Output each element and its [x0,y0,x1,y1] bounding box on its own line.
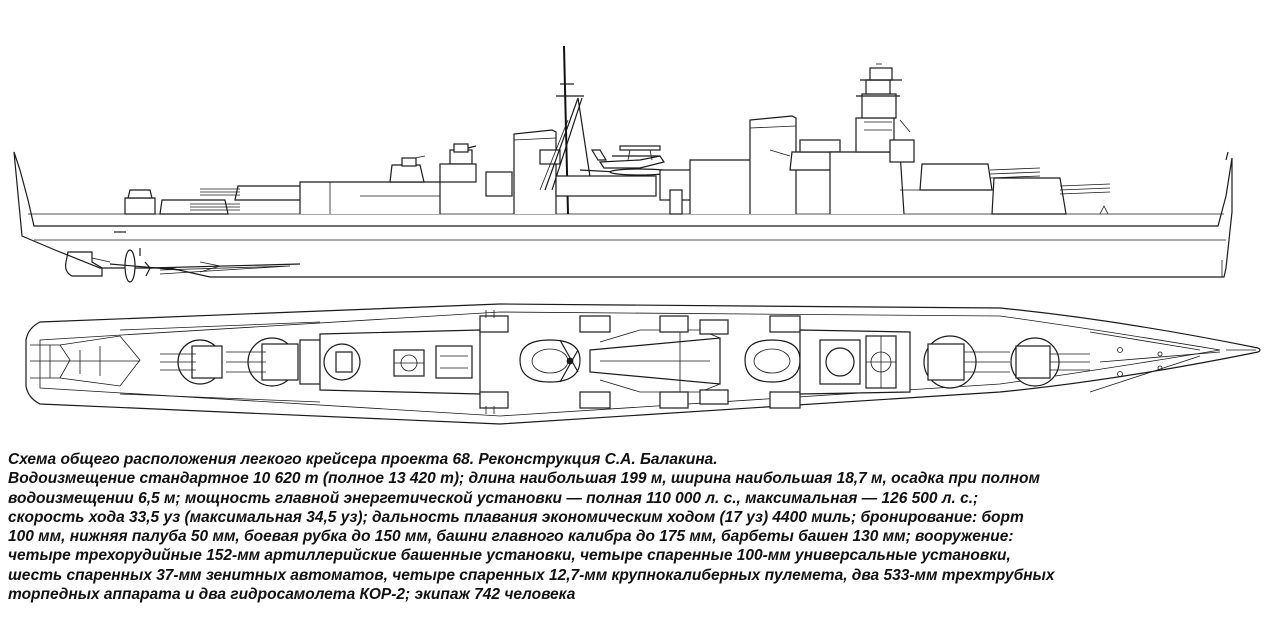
side-profile [13,45,1233,283]
plan-turret-aft-2 [226,337,299,387]
side-funnel-fore [749,115,797,214]
side-turret-fore-1 [991,177,1067,215]
plan-mount-aft-starboard [479,391,509,414]
side-turret-aft-2 [234,185,305,201]
side-funnel-aft [513,129,557,214]
side-aa-mount-aft [389,164,425,183]
plan-turret-fore-2 [923,335,1010,389]
side-turret-fore-2 [919,163,993,191]
caption-line: торпедных аппарата и два гидросамолета К… [8,586,576,604]
side-seaplane [590,145,671,176]
plan-funnel-aft [519,339,581,383]
plan-aa-mount-aft [323,343,361,381]
caption-line: четыре трехорудийные 152-мм артиллерийск… [8,547,1011,565]
caption-title: Схема общего расположения легкого крейсе… [8,451,718,468]
side-hull [13,151,1233,278]
plan-mount-aft-port [479,310,509,333]
side-aa-mount-fore [789,151,835,171]
plan-turret-fore-1 [1010,337,1090,387]
ship-drawing [13,45,1261,425]
caption: Схема общего расположения легкого крейсе… [8,450,1270,604]
caption-line: 100 мм, нижняя палуба 50 мм, боевая рубк… [8,528,1014,546]
caption-line: водоизмещении 6,5 м; мощность главной эн… [8,489,979,507]
plan-turret-aft-1 [160,339,223,385]
plan-hull-outline [25,303,1261,425]
plan-catapult [589,320,721,402]
plan-funnel-fore [744,339,801,383]
caption-line: скорость хода 33,5 уз (максимальная 34,5… [8,508,1024,526]
plan-aft-director [393,349,425,377]
plan-bridge [799,329,911,395]
side-rudder [65,251,103,277]
plan-view [25,303,1261,425]
caption-line: шесть спаренных 37-мм зенитных автоматов… [8,566,1055,584]
caption-line: Водоизмещение стандартное 10 620 т (полн… [8,470,1040,488]
